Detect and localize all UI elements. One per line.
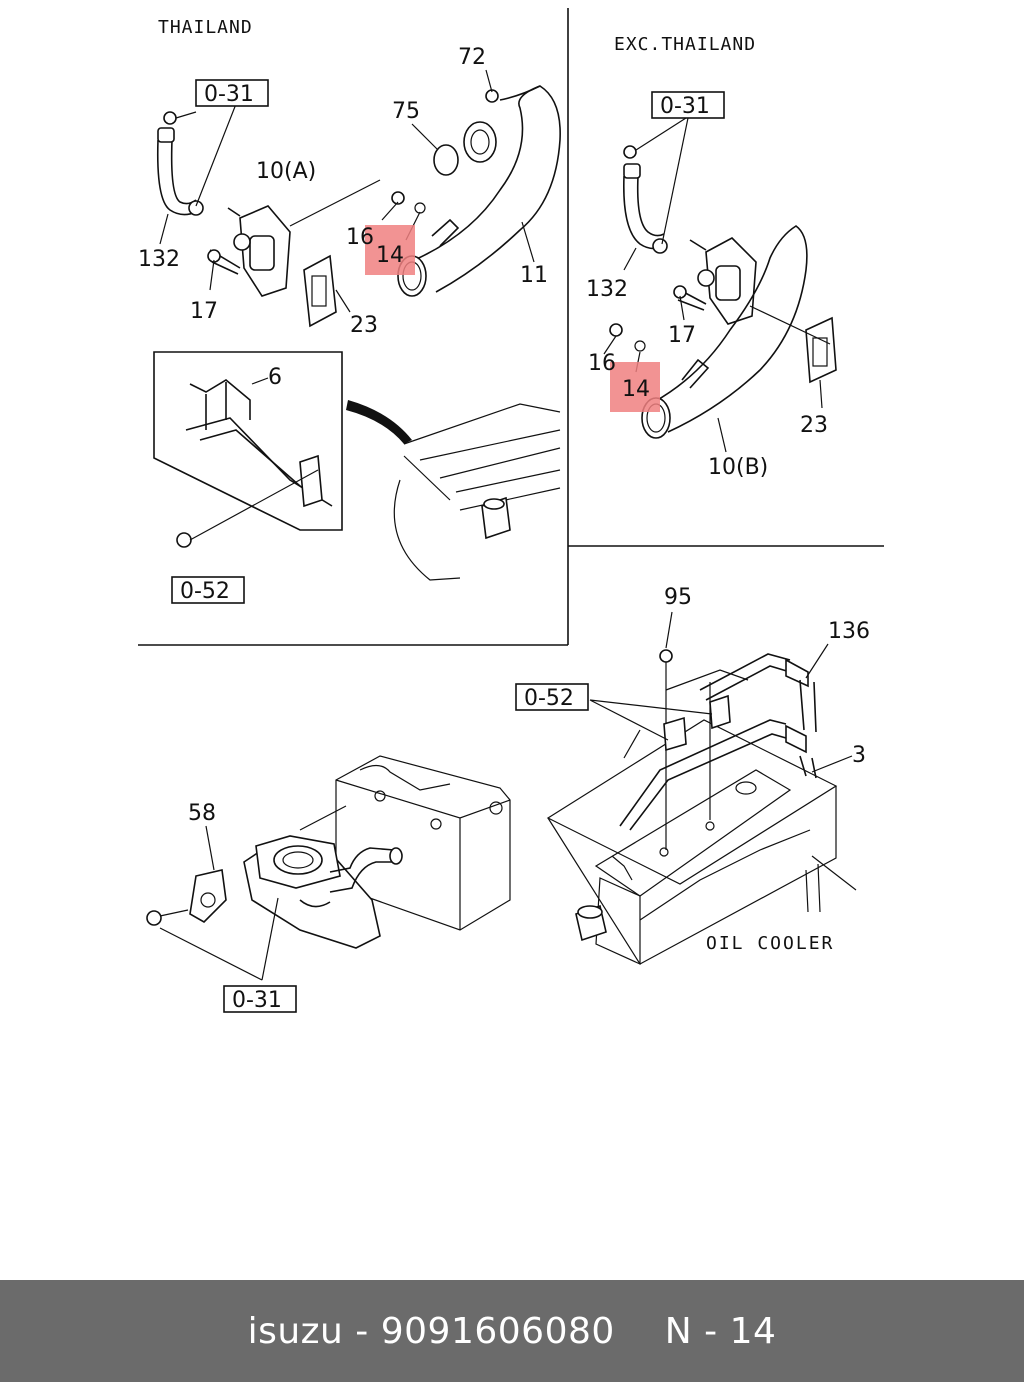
ref-o52-label: 0-52 bbox=[524, 686, 574, 711]
ref-box-o31-bottom-left: 0-31 bbox=[223, 985, 297, 1013]
ref-box-o31-top-left: 0-31 bbox=[195, 79, 269, 107]
footer-separator: - bbox=[343, 1310, 381, 1352]
footer-part-number: 9091606080 bbox=[380, 1310, 615, 1352]
oil-cooler-assembly bbox=[546, 611, 857, 965]
parts-diagram: THAILAND EXC.THAILAND OIL COOLER bbox=[138, 8, 884, 1013]
part-label-16: 16 bbox=[588, 351, 616, 376]
part-label-58: 58 bbox=[188, 801, 216, 826]
part-label-14: 14 bbox=[376, 243, 404, 268]
footer-position: N - 14 bbox=[664, 1310, 777, 1352]
ref-box-o31-top-right: 0-31 bbox=[651, 91, 725, 119]
part-label-136: 136 bbox=[828, 619, 870, 644]
lower-left-assembly bbox=[146, 755, 511, 981]
ref-box-o52-inset: 0-52 bbox=[171, 576, 245, 604]
inset-detail bbox=[153, 351, 561, 581]
highlight-14-exc-thailand bbox=[610, 362, 660, 412]
part-label-132: 132 bbox=[586, 277, 628, 302]
part-label-16: 16 bbox=[346, 225, 374, 250]
thailand-assembly bbox=[156, 69, 561, 328]
section-title-oil-cooler: OIL COOLER bbox=[706, 933, 834, 954]
part-label-23: 23 bbox=[800, 413, 828, 438]
ref-o52-label: 0-52 bbox=[180, 579, 230, 604]
footer-brand: isuzu bbox=[247, 1310, 344, 1352]
exc-thailand-assembly bbox=[603, 117, 837, 453]
part-label-17: 17 bbox=[190, 299, 218, 324]
part-label-17: 17 bbox=[668, 323, 696, 348]
ref-o31-label: 0-31 bbox=[204, 82, 254, 107]
part-label-10b: 10(B) bbox=[708, 455, 768, 480]
ref-o31-label: 0-31 bbox=[232, 988, 282, 1013]
part-label-11: 11 bbox=[520, 263, 548, 288]
highlight-14-thailand bbox=[365, 225, 415, 275]
part-label-95: 95 bbox=[664, 585, 692, 610]
ref-o31-label: 0-31 bbox=[660, 94, 710, 119]
part-label-72: 72 bbox=[458, 45, 486, 70]
section-title-thailand: THAILAND bbox=[158, 17, 253, 38]
part-label-10a: 10(A) bbox=[256, 159, 316, 184]
part-label-23: 23 bbox=[350, 313, 378, 338]
part-label-6: 6 bbox=[268, 365, 282, 390]
part-label-132: 132 bbox=[138, 247, 180, 272]
section-title-exc-thailand: EXC.THAILAND bbox=[614, 34, 756, 55]
part-label-14: 14 bbox=[622, 377, 650, 402]
section-dividers bbox=[138, 8, 884, 646]
footer-bar: isuzu - 9091606080 N - 14 bbox=[0, 1280, 1024, 1382]
part-label-75: 75 bbox=[392, 99, 420, 124]
part-label-3: 3 bbox=[852, 743, 866, 768]
ref-box-o52-oil-cooler: 0-52 bbox=[515, 683, 589, 711]
